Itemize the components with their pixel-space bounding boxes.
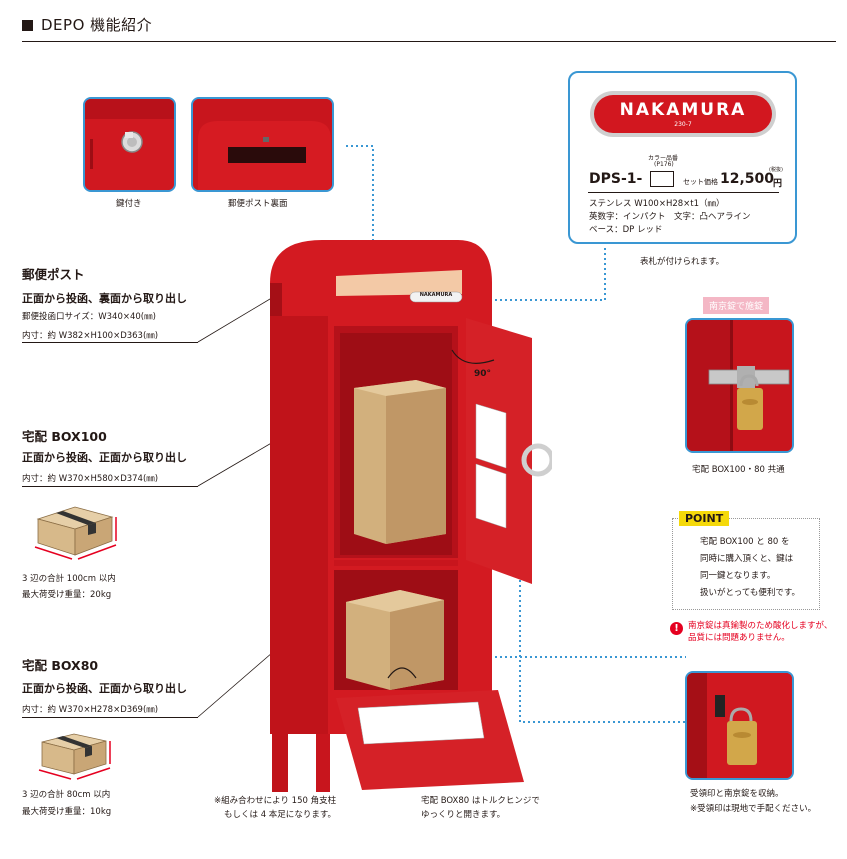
nameplate-number: 230-7: [674, 121, 692, 128]
model-code: DPS-1-: [589, 171, 643, 187]
tax-label: (税抜): [769, 167, 783, 173]
color-label: カラー品番: [648, 155, 679, 162]
post-underline: [22, 342, 198, 343]
box80-subtitle: 正面から投函、正面から取り出し: [22, 682, 187, 695]
point-line-4: 扱いがとっても便利です。: [700, 588, 801, 598]
post-line-2: 内寸：約 W382×H100×D363(㎜): [22, 331, 159, 341]
lock-caption: 鍵付き: [116, 199, 142, 209]
point-line-3: 同一鍵となります。: [700, 571, 776, 581]
box100-note-1: 3 辺の合計 100cm 以内: [22, 574, 116, 584]
post-line-1: 郵便投函口サイズ：W340×40(㎜): [22, 312, 156, 322]
point-line-1: 宅配 BOX100 と 80 を: [700, 537, 790, 547]
illustration-plate-text: NAKAMURA: [419, 292, 453, 298]
nameplate-caption: 表札が付けられます。: [640, 257, 725, 267]
lock-photo: [83, 97, 176, 192]
nameplate-image: [590, 91, 776, 137]
combo-note-2: もしくは 4 本足になります。: [224, 810, 336, 820]
depo-product-illustration: [270, 240, 552, 792]
page-title: DEPO 機能紹介: [22, 14, 152, 35]
back-photo: [191, 97, 334, 192]
nameplate-card: NAKAMURA 230-7 カラー品番 (P176) DPS-1- セット価格…: [568, 71, 797, 244]
nameplate-divider: [588, 192, 779, 193]
spec-2: 英数字：インパクト 文字：凸ヘアライン: [589, 212, 751, 222]
box80-underline: [22, 717, 198, 718]
point-label: POINT: [679, 511, 730, 526]
spec-3: ベース：DP レッド: [589, 225, 663, 235]
hinge-note-2: ゆっくりと開きます。: [421, 810, 506, 820]
box100-note-2: 最大荷受け重量：20kg: [22, 590, 112, 600]
stamp-photo: [685, 671, 794, 780]
point-box: [672, 518, 820, 610]
back-caption: 郵便ポスト裏面: [228, 199, 288, 209]
spec-1: ステンレス W100×H28×t1（㎜）: [589, 199, 725, 209]
box80-note-1: 3 辺の合計 80cm 以内: [22, 790, 111, 800]
square-bullet-icon: [22, 20, 33, 31]
price-value: 12,500: [720, 171, 775, 187]
back-photo-image: [193, 99, 332, 190]
post-title: 郵便ポスト: [22, 267, 85, 282]
post-subtitle: 正面から投函、裏面から取り出し: [22, 292, 187, 305]
padlock-photo: [685, 318, 794, 453]
page-title-text: DEPO 機能紹介: [41, 16, 153, 34]
box80-note-2: 最大荷受け重量：10kg: [22, 807, 112, 817]
hinge-note-1: 宅配 BOX80 はトルクヒンジで: [421, 796, 540, 806]
combo-note-1: ※組み合わせにより 150 角支柱: [214, 796, 337, 806]
stamp-photo-image: [687, 673, 792, 778]
box80-title: 宅配 BOX80: [22, 658, 99, 673]
padlock-photo-image: [687, 320, 792, 451]
padlock-label: 南京錠で施錠: [703, 297, 770, 314]
stamp-caption: 受領印と南京錠を収納。: [690, 789, 784, 799]
price-yen: 円: [773, 179, 783, 189]
box80-line-1: 内寸：約 W370×H278×D369(㎜): [22, 705, 159, 715]
box100-line-1: 内寸：約 W370×H580×D374(㎜): [22, 474, 159, 484]
box80-size-icon: [38, 733, 111, 780]
warning-line-1: 南京錠は真鍮製のため酸化しますが、: [688, 621, 833, 631]
padlock-caption: 宅配 BOX100・80 共通: [692, 465, 785, 475]
stamp-note: ※受領印は現地で手配ください。: [690, 804, 817, 814]
warning-line-2: 品質には問題ありません。: [688, 633, 790, 643]
box100-title: 宅配 BOX100: [22, 429, 107, 444]
box100-size-icon: [34, 506, 117, 560]
box100-subtitle: 正面から投函、正面から取り出し: [22, 451, 187, 464]
lock-photo-image: [85, 99, 174, 190]
color-code-box: [650, 171, 674, 187]
nameplate-brand: NAKAMURA: [619, 100, 747, 120]
box100-underline: [22, 486, 198, 487]
door-angle-label: 90°: [474, 369, 492, 379]
color-ref: (P176): [654, 161, 674, 168]
warning-icon: !: [670, 622, 683, 635]
header-divider: [22, 41, 836, 42]
set-price-label: セット価格: [683, 178, 718, 186]
point-line-2: 同時に購入頂くと、鍵は: [700, 554, 794, 564]
